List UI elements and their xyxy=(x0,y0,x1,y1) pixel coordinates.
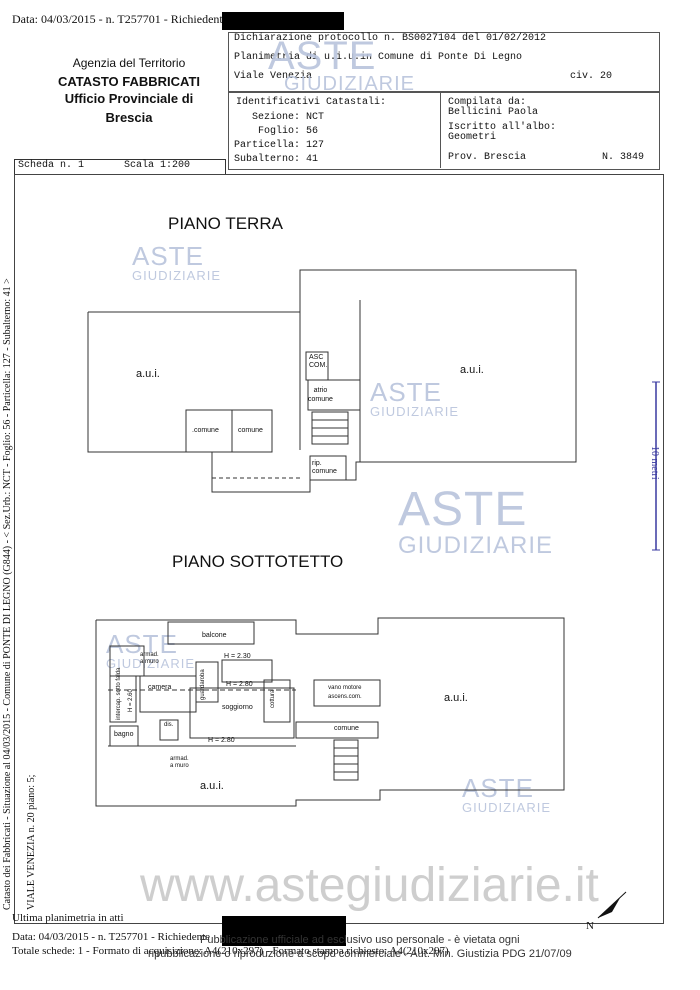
header-line: Data: 04/03/2015 - n. T257701 - Richiede… xyxy=(12,12,229,26)
attic-aui-bottom: a.u.i. xyxy=(200,780,224,792)
compiled-heading: Compilata da: xyxy=(448,97,527,108)
scale-bar-label: 10 metri xyxy=(649,446,660,480)
compiled-profession: Geometri xyxy=(448,132,497,143)
attic-h230: H = 2.30 xyxy=(224,653,251,660)
agency-block: Agenzia del Territorio CATASTO FABBRICAT… xyxy=(24,56,234,125)
ground-floor-title: PIANO TERRA xyxy=(168,214,283,233)
north-arrow xyxy=(597,891,627,919)
ground-floor-plan xyxy=(87,269,577,493)
footer-notice1: Pubblicazione ufficiale ad esclusivo uso… xyxy=(200,934,520,946)
ground-rip-comune: rip.comune xyxy=(312,460,337,475)
attic-dis: dis. xyxy=(164,722,174,728)
ground-aui-left: a.u.i. xyxy=(136,368,160,380)
attic-cottura: cottura xyxy=(270,689,276,708)
declaration-protocol: Dichiarazione protocollo n. BS0027104 de… xyxy=(234,33,547,44)
north-label: N xyxy=(586,920,594,932)
attic-h280-bottom: H = 2.80 xyxy=(208,737,235,744)
agency-line4: Brescia xyxy=(105,110,153,125)
declaration-civ: civ. 20 xyxy=(570,71,613,82)
agency-line2: CATASTO FABBRICATI xyxy=(57,74,201,89)
compiled-albo: Iscritto all'albo: xyxy=(448,122,557,133)
agency-line1: Agenzia del Territorio xyxy=(72,56,186,70)
attic-camera: camera xyxy=(148,684,172,691)
ground-comune-a: .comune xyxy=(192,427,219,434)
identifiers-subalterno: Subalterno: 41 xyxy=(234,154,319,165)
attic-aui-right: a.u.i. xyxy=(444,692,468,704)
agency-line3: Ufficio Provinciale di xyxy=(64,91,194,106)
side-text-cadastre: Catasto dei Fabbricati - Situazione al 0… xyxy=(2,278,13,910)
declaration-title: Planimetria di u.i.u.in Comune di Ponte … xyxy=(234,52,523,63)
attic-armad-bottom: armad.a muro xyxy=(170,756,189,769)
attic-guardaroba: guardaroba xyxy=(200,669,206,700)
scheda-scale: Scala 1:200 xyxy=(124,160,191,171)
ground-comune-b: comune xyxy=(238,427,263,434)
declaration-street: Viale Venezia xyxy=(234,71,313,82)
attic-comune: comune xyxy=(334,725,359,732)
ground-aui-right: a.u.i. xyxy=(460,364,484,376)
compiled-province: Prov. Brescia xyxy=(448,152,527,163)
compiled-number: N. 3849 xyxy=(602,152,645,163)
attic-h280-top: H = 2.80 xyxy=(226,681,253,688)
scheda-number: Scheda n. 1 xyxy=(18,160,85,171)
attic-armad-top: armad.a muro xyxy=(140,652,159,665)
footer-line1: Data: 04/03/2015 - n. T257701 - Richiede… xyxy=(12,931,211,943)
identifiers-foglio: Foglio: 56 xyxy=(258,126,319,137)
attic-balcone: balcone xyxy=(202,632,227,639)
redaction-bottom xyxy=(222,916,346,946)
identifiers-particella: Particella: 127 xyxy=(234,140,325,151)
compiled-name: Bellicini Paola xyxy=(448,107,539,118)
attic-bagno: bagno xyxy=(114,731,134,738)
identifiers-heading: Identificativi Catastali: xyxy=(236,97,387,108)
attic-floor-title: PIANO SOTTOTETTO xyxy=(172,552,344,571)
footer-last-plan: Ultima planimetria in atti xyxy=(12,912,124,924)
footer-notice2: ripubblicazione o riproduzione a scopo c… xyxy=(148,948,572,960)
identifiers-box xyxy=(228,92,660,170)
attic-floor-plan xyxy=(95,617,565,807)
identifiers-sezione: Sezione: NCT xyxy=(252,112,325,123)
scale-bar xyxy=(652,381,660,551)
attic-soggiorno: soggiorno xyxy=(222,704,253,711)
watermark-site: www.astegiudiziarie.it xyxy=(140,859,599,912)
attic-intercap: intercap. sotto falda xyxy=(116,667,122,720)
identifiers-divider xyxy=(440,92,441,168)
declaration-box xyxy=(228,32,660,92)
attic-h260: H = 2.60 xyxy=(128,689,134,712)
side-text-address: VIALE VENEZIA n. 20 piano: 5; xyxy=(26,774,37,910)
redaction-top xyxy=(222,12,344,30)
footer-line2: Totale schede: 1 - Formato di acquisizio… xyxy=(12,945,449,957)
